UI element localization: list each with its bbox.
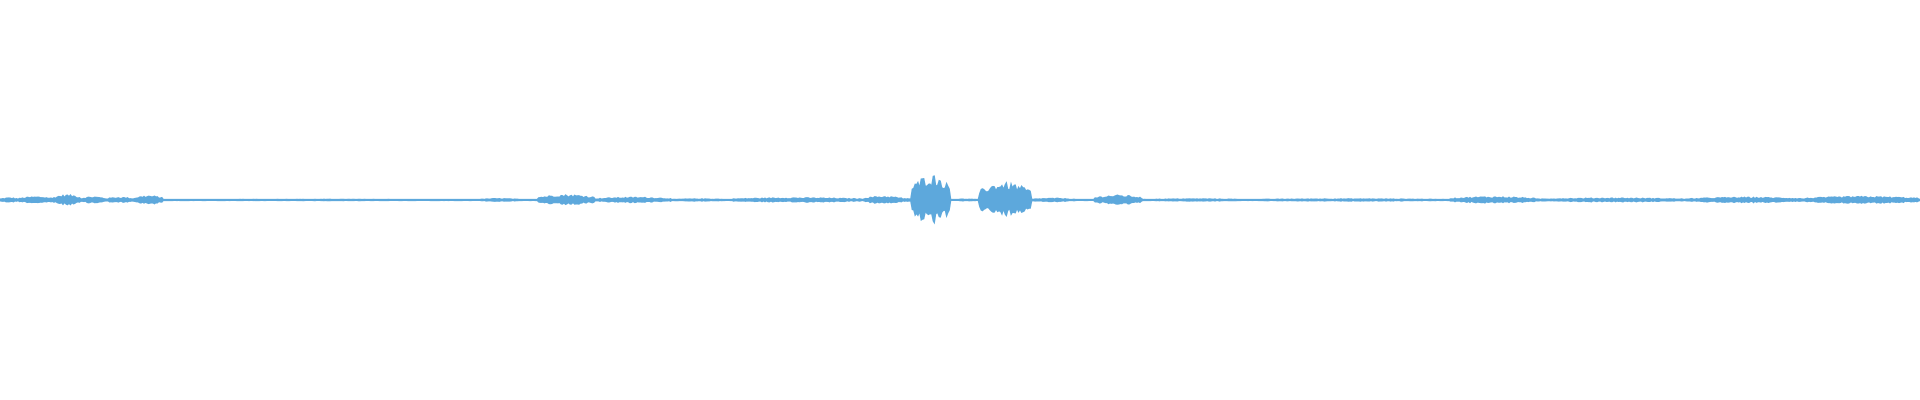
waveform-path bbox=[0, 175, 1920, 225]
